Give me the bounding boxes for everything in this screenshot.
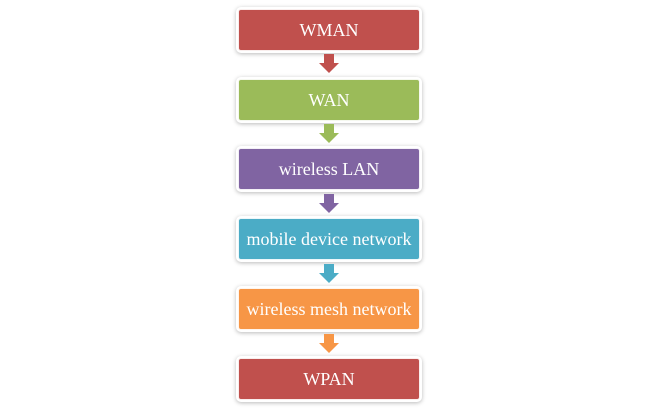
arrow-down-icon (318, 124, 340, 144)
node-label: WPAN (303, 368, 355, 389)
node-label: WAN (308, 89, 350, 110)
arrow-down-icon (318, 264, 340, 284)
node-wan: WAN (238, 79, 420, 121)
node-label: WMAN (299, 19, 359, 40)
node-wireless-lan: wireless LAN (238, 148, 420, 190)
arrow-down-icon (318, 194, 340, 214)
node-wman: WMAN (238, 9, 420, 51)
node-wireless-mesh-network: wireless mesh network (238, 288, 420, 330)
node-label: wireless LAN (278, 158, 380, 179)
node-wpan: WPAN (238, 358, 420, 400)
node-label: wireless mesh network (246, 298, 412, 319)
arrow-down-icon (318, 334, 340, 354)
arrow-down-icon (318, 54, 340, 74)
node-label: mobile device network (246, 228, 412, 249)
node-mobile-device-network: mobile device network (238, 218, 420, 260)
